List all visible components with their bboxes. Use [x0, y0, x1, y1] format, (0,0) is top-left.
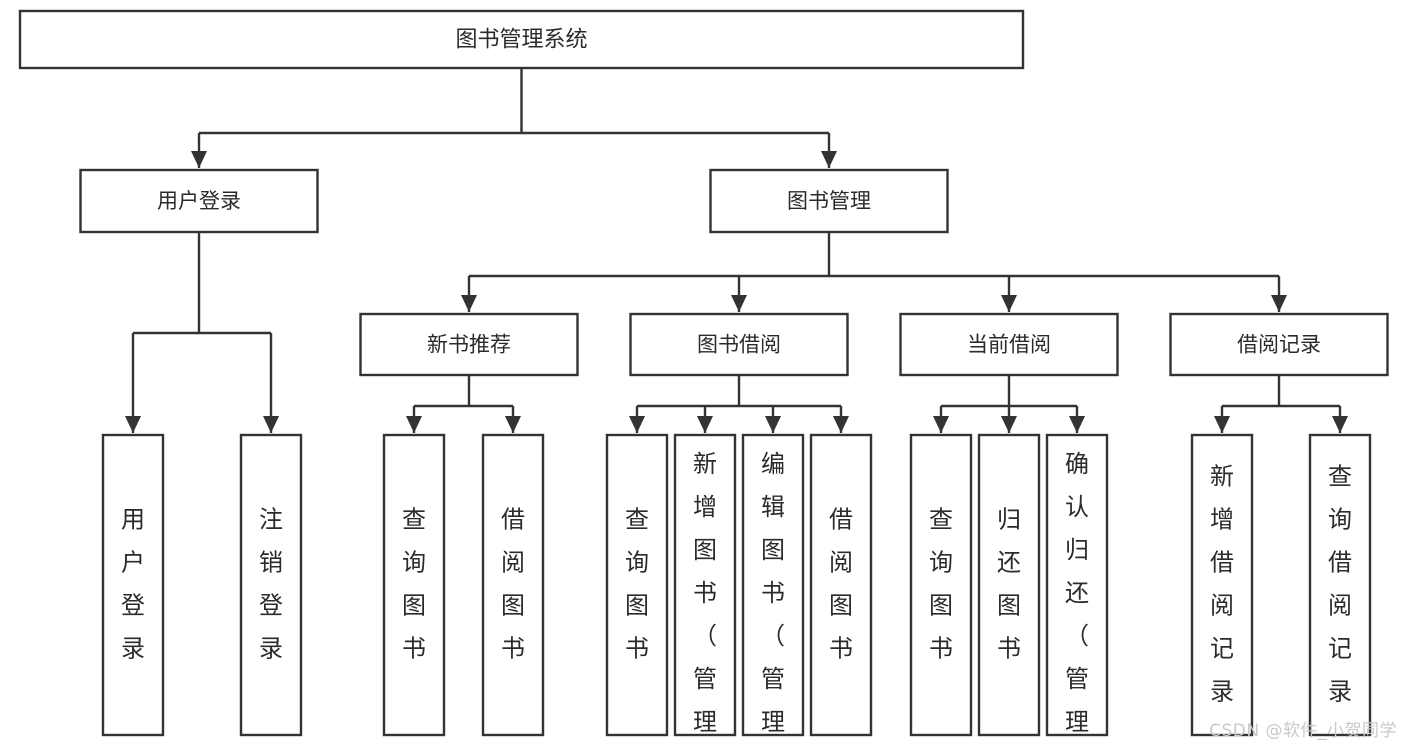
node-leaf-query-book-1-label: 查询图书	[402, 506, 426, 663]
node-current-borrow[interactable]: 当前借阅	[899, 312, 1119, 377]
node-book-borrow-label: 图书借阅	[697, 333, 781, 357]
node-book-management-label: 图书管理	[787, 189, 871, 213]
node-root-book-management-system-label: 图书管理系统	[455, 28, 587, 53]
node-leaf-add-book-rect	[673, 433, 737, 737]
node-leaf-query-record-rect	[1308, 433, 1372, 737]
node-leaf-query-book-2[interactable]: 查询图书	[605, 433, 669, 737]
node-book-borrow[interactable]: 图书借阅	[629, 312, 849, 377]
node-leaf-borrow-book-1-rect	[481, 433, 545, 737]
node-leaf-edit-book-label: 编辑图书（管理员）	[761, 450, 785, 747]
node-leaf-query-book-2-label: 查询图书	[625, 506, 649, 663]
arrow-head-icon	[1001, 295, 1017, 312]
node-user-login[interactable]: 用户登录	[79, 168, 319, 234]
node-leaf-borrow-book-1-label: 借阅图书	[501, 506, 525, 663]
arrow-head-icon	[1214, 416, 1230, 433]
node-leaf-borrow-book-2[interactable]: 借阅图书	[809, 433, 873, 737]
node-book-management[interactable]: 图书管理	[709, 168, 949, 234]
node-leaf-add-record[interactable]: 新增借阅记录	[1190, 433, 1254, 737]
node-leaf-edit-book[interactable]: 编辑图书（管理员）	[741, 433, 805, 747]
node-leaf-borrow-book-1[interactable]: 借阅图书	[481, 433, 545, 737]
node-leaf-add-record-rect	[1190, 433, 1254, 737]
node-leaf-query-book-1[interactable]: 查询图书	[382, 433, 446, 737]
arrow-head-icon	[933, 416, 949, 433]
node-leaf-add-book[interactable]: 新增图书（管理员）	[673, 433, 737, 747]
arrow-head-icon	[765, 416, 781, 433]
arrow-head-icon	[1069, 416, 1085, 433]
arrow-head-icon	[263, 416, 279, 433]
node-new-book-recommend[interactable]: 新书推荐	[359, 312, 579, 377]
node-leaf-query-book-3-rect	[909, 433, 973, 737]
arrow-head-icon	[191, 151, 207, 168]
node-borrow-record-rect	[1169, 312, 1389, 377]
node-borrow-record-label: 借阅记录	[1237, 333, 1321, 357]
node-root-book-management-system-rect	[18, 9, 1025, 70]
arrow-head-icon	[821, 151, 837, 168]
arrow-head-icon	[125, 416, 141, 433]
node-leaf-user-logout-rect	[239, 433, 303, 737]
node-leaf-edit-book-rect	[741, 433, 805, 737]
node-leaf-confirm-return-label: 确认归还（管理员）	[1065, 450, 1089, 747]
node-leaf-borrow-book-2-rect	[809, 433, 873, 737]
node-leaf-user-logout[interactable]: 注销登录	[239, 433, 303, 737]
arrow-head-icon	[1001, 416, 1017, 433]
node-user-login-label: 用户登录	[157, 189, 241, 213]
connectors-layer	[125, 68, 1348, 433]
node-leaf-query-book-1-rect	[382, 433, 446, 737]
node-leaf-user-login-rect	[101, 433, 165, 737]
node-borrow-record[interactable]: 借阅记录	[1169, 312, 1389, 377]
node-root-book-management-system[interactable]: 图书管理系统	[18, 9, 1025, 70]
node-new-book-recommend-rect	[359, 312, 579, 377]
node-book-borrow-rect	[629, 312, 849, 377]
arrow-head-icon	[461, 295, 477, 312]
node-leaf-borrow-book-2-label: 借阅图书	[829, 506, 853, 663]
node-book-management-rect	[709, 168, 949, 234]
node-leaf-query-record[interactable]: 查询借阅记录	[1308, 433, 1372, 737]
node-new-book-recommend-label: 新书推荐	[427, 333, 511, 357]
node-leaf-return-book-label: 归还图书	[997, 506, 1021, 663]
node-leaf-query-book-3-label: 查询图书	[929, 506, 953, 663]
node-leaf-query-book-3[interactable]: 查询图书	[909, 433, 973, 737]
nodes-layer: 图书管理系统用户登录图书管理新书推荐图书借阅当前借阅借阅记录用户登录注销登录查询…	[18, 9, 1389, 747]
node-leaf-user-login[interactable]: 用户登录	[101, 433, 165, 737]
arrow-head-icon	[1271, 295, 1287, 312]
node-leaf-add-book-label: 新增图书（管理员）	[693, 450, 717, 747]
node-leaf-query-book-2-rect	[605, 433, 669, 737]
node-leaf-add-record-label: 新增借阅记录	[1210, 463, 1234, 706]
node-current-borrow-rect	[899, 312, 1119, 377]
arrow-head-icon	[629, 416, 645, 433]
arrow-head-icon	[505, 416, 521, 433]
arrow-head-icon	[731, 295, 747, 312]
node-current-borrow-label: 当前借阅	[967, 333, 1051, 357]
node-leaf-confirm-return[interactable]: 确认归还（管理员）	[1045, 433, 1109, 747]
node-leaf-return-book-rect	[977, 433, 1041, 737]
node-leaf-user-logout-label: 注销登录	[259, 506, 283, 663]
arrow-head-icon	[406, 416, 422, 433]
node-leaf-confirm-return-rect	[1045, 433, 1109, 737]
arrow-head-icon	[697, 416, 713, 433]
arrow-head-icon	[1332, 416, 1348, 433]
node-leaf-return-book[interactable]: 归还图书	[977, 433, 1041, 737]
node-leaf-user-login-label: 用户登录	[121, 506, 145, 663]
watermark-text: CSDN @软件_小贺同学	[1209, 721, 1397, 741]
node-leaf-query-record-label: 查询借阅记录	[1328, 463, 1352, 706]
node-user-login-rect	[79, 168, 319, 234]
arrow-head-icon	[833, 416, 849, 433]
